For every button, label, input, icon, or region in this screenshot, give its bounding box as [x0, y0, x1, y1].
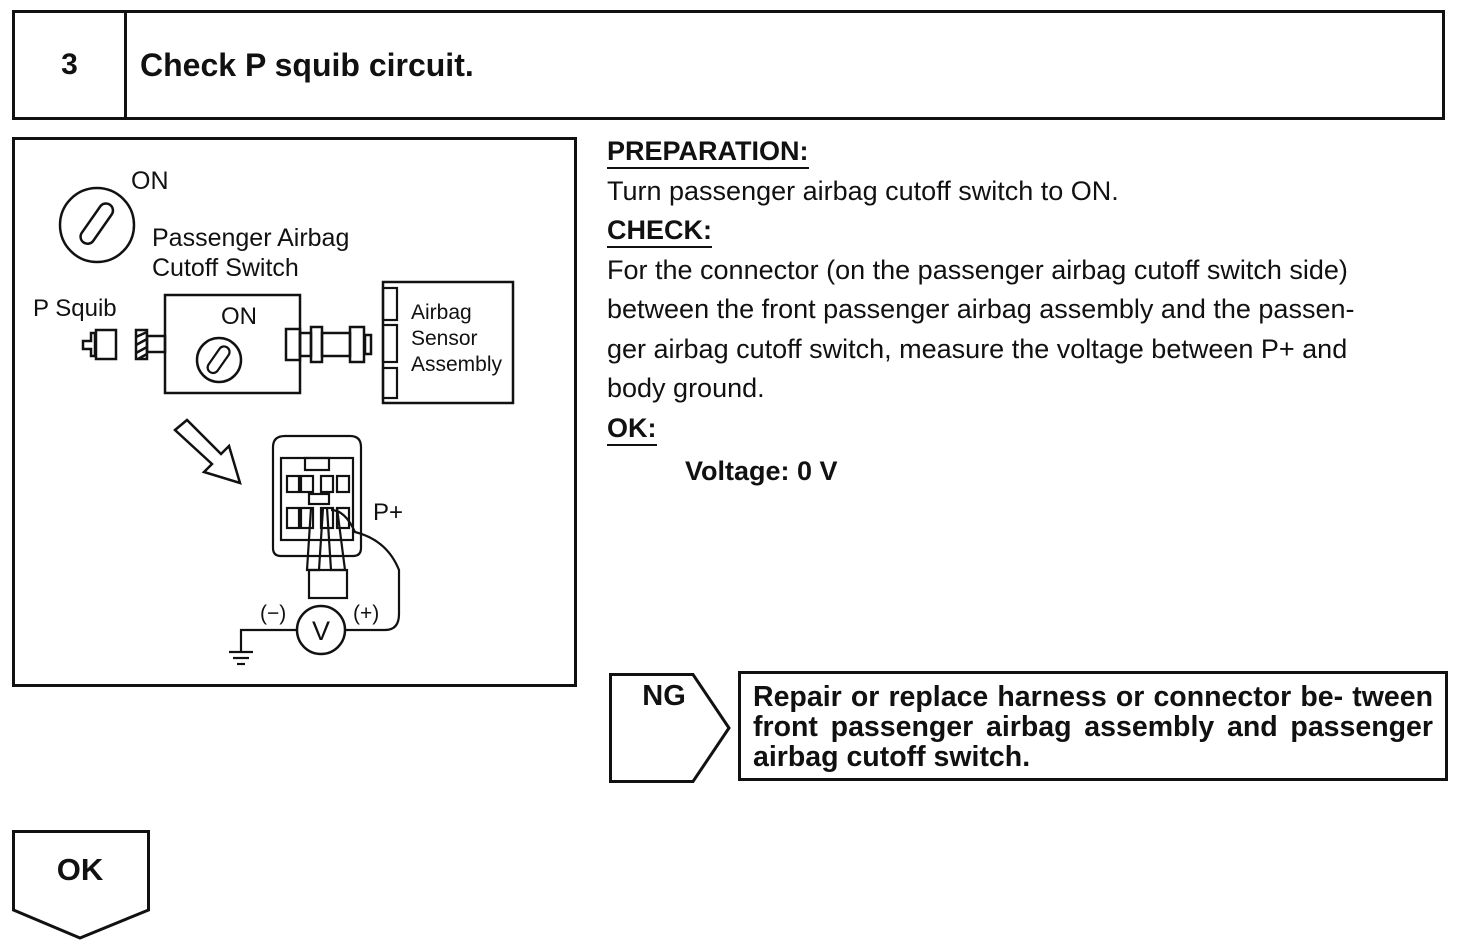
circuit-illustration: ON Passenger Airbag Cutoff Switch P Squi…	[12, 137, 577, 687]
ignition-on-label: ON	[131, 167, 169, 195]
squib-connector-icon	[81, 328, 167, 361]
voltmeter-label: V	[312, 616, 330, 646]
ignition-switch-icon	[58, 186, 136, 264]
ng-action-box: Repair or replace harness or connector b…	[738, 671, 1448, 781]
step-header: 3 Check P squib circuit.	[12, 10, 1445, 120]
ng-action-text: Repair or replace harness or connector b…	[753, 681, 1433, 773]
check-text-line1: For the connector (on the passenger airb…	[607, 254, 1348, 285]
step-number: 3	[15, 13, 127, 117]
switch-label-line1: Passenger Airbag	[152, 224, 349, 252]
sensor-label-line1: Airbag	[411, 301, 472, 324]
ng-arrow-icon	[609, 673, 731, 783]
check-text-line4: body ground.	[607, 373, 765, 403]
instructions: PREPARATION: Turn passenger airbag cutof…	[607, 132, 1452, 492]
positive-lead-label: (+)	[353, 602, 379, 625]
step-title: Check P squib circuit.	[140, 46, 474, 83]
sensor-label-line2: Sensor	[411, 327, 478, 350]
squib-label: P Squib	[33, 295, 117, 322]
ground-icon	[229, 628, 297, 666]
voltmeter-icon: V	[295, 604, 347, 656]
terminal-p-plus-label: P+	[373, 499, 403, 526]
ok-arrow-icon	[12, 830, 150, 940]
connector-face-icon	[271, 434, 363, 558]
airbag-sensor-assembly: Airbag Sensor Assembly	[381, 280, 515, 405]
check-text-line3: ger airbag cutoff switch, measure the vo…	[607, 333, 1348, 364]
ok-label: OK	[56, 852, 104, 887]
ng-label: NG	[642, 680, 686, 712]
preparation-text: Turn passenger airbag cutoff switch to O…	[607, 175, 1119, 206]
preparation-heading: PREPARATION:	[607, 135, 809, 169]
arrow-icon	[173, 418, 242, 485]
check-text-line2: between the front passenger airbag assem…	[607, 294, 1355, 324]
check-heading: CHECK:	[607, 214, 712, 248]
circuit-diagram: ON Passenger Airbag Cutoff Switch P Squi…	[33, 167, 515, 666]
cutoff-switch-knob-icon	[195, 336, 243, 384]
switch-label-line2: Cutoff Switch	[152, 254, 299, 282]
sensor-label-line3: Assembly	[411, 353, 503, 376]
ok-heading: OK:	[607, 412, 657, 446]
negative-lead-label: (−)	[260, 602, 286, 625]
switch-on-label: ON	[221, 303, 257, 330]
sensor-harness-icon	[284, 325, 373, 364]
tester-probes-icon	[305, 507, 401, 632]
ok-spec: Voltage: 0 V	[685, 456, 838, 486]
